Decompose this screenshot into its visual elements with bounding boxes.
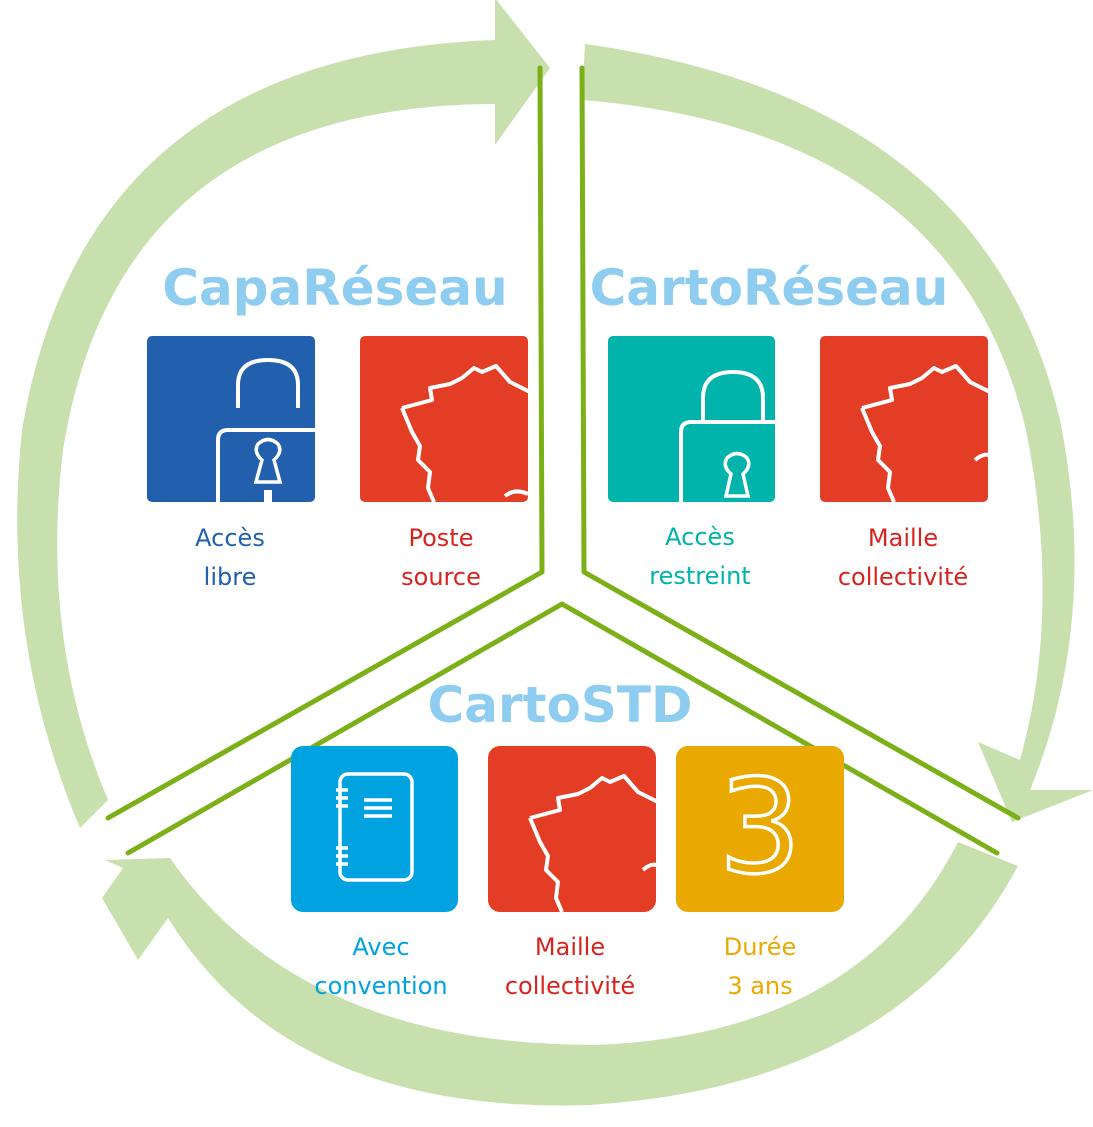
tile-duree-3-ans: 3 [676,746,844,912]
caption-avec-convention-line1: Avec [352,933,409,961]
tile-avec-convention-bg [291,746,458,912]
caption-acces-restreint-line2: restreint [649,562,750,590]
france-map-icon [528,774,656,912]
divider-bottom [125,601,1000,856]
tile-acces-libre [147,336,315,502]
tile-poste-source-bg [360,336,528,502]
divider-top-left [105,65,545,821]
caption-maille-collectivite-bottom-line1: Maille [535,933,605,961]
caption-poste-source-line1: Poste [409,524,474,552]
divider-top-right [579,65,1021,821]
caption-maille-collectivite-top-line1: Maille [868,524,938,552]
tile-maille-collectivite-top-bg [820,336,988,502]
tile-maille-collectivite-bottom-bg [488,746,656,912]
france-map-icon [860,364,988,502]
cycle-arrow-right [582,44,1093,822]
cartostd-title: CartoSTD [428,676,693,734]
caption-acces-libre-line2: libre [204,563,257,591]
closed-padlock-icon [679,369,775,502]
caption-avec-convention-line2: convention [314,972,447,1000]
tile-acces-restreint-bg [608,336,775,502]
tile-maille-collectivite-top [820,336,988,502]
tile-maille-collectivite-bottom [488,746,656,912]
tile-acces-libre-bg [147,336,315,502]
caption-maille-collectivite-bottom-line2: collectivité [505,972,635,1000]
tile-acces-restreint [608,336,775,502]
caparéseau-title: CapaRéseau [162,259,507,317]
france-map-icon [400,364,528,502]
caption-duree-3-ans-line2: 3 ans [727,972,792,1000]
number-three-icon: 3 [719,751,802,903]
cartoréseau-title: CartoRéseau [590,259,949,317]
caption-acces-restreint-line1: Accès [665,523,735,551]
tile-duree-3-ans-bg [676,746,844,912]
notebook-icon [336,772,414,882]
caption-poste-source-line2: source [401,563,481,591]
cycle-arrow-bottom [102,842,1018,1106]
cycle-arrow-left [17,0,550,828]
open-padlock-icon [216,357,315,502]
caption-maille-collectivite-top-line2: collectivité [838,563,968,591]
tile-poste-source [360,336,528,502]
caption-acces-libre-line1: Accès [195,524,265,552]
caption-duree-3-ans-line1: Durée [724,933,797,961]
cycle-ring [17,0,1093,1106]
section-dividers [105,65,1021,856]
tile-avec-convention [291,746,458,912]
